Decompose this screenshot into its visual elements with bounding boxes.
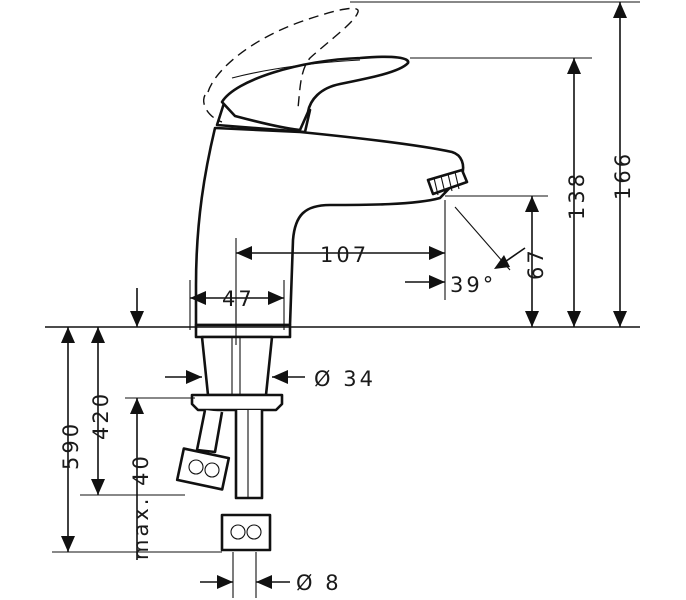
dim-166: 166 <box>611 151 635 200</box>
dim-diameter-8: Ø 8 <box>296 571 342 595</box>
hose-connector-right <box>220 513 272 552</box>
dim-47: 47 <box>222 287 255 311</box>
dim-max-40: max. 40 <box>129 453 153 560</box>
dim-67: 67 <box>524 247 548 280</box>
under-counter-hardware <box>175 335 284 552</box>
dim-590: 590 <box>59 421 83 470</box>
dim-138: 138 <box>565 171 589 220</box>
dim-107: 107 <box>320 243 369 267</box>
faucet-body <box>194 7 469 327</box>
dim-420: 420 <box>89 391 113 440</box>
dimension-lines <box>61 2 627 589</box>
dim-angle: 39° <box>450 273 496 297</box>
dim-diameter-34: Ø 34 <box>314 367 376 391</box>
